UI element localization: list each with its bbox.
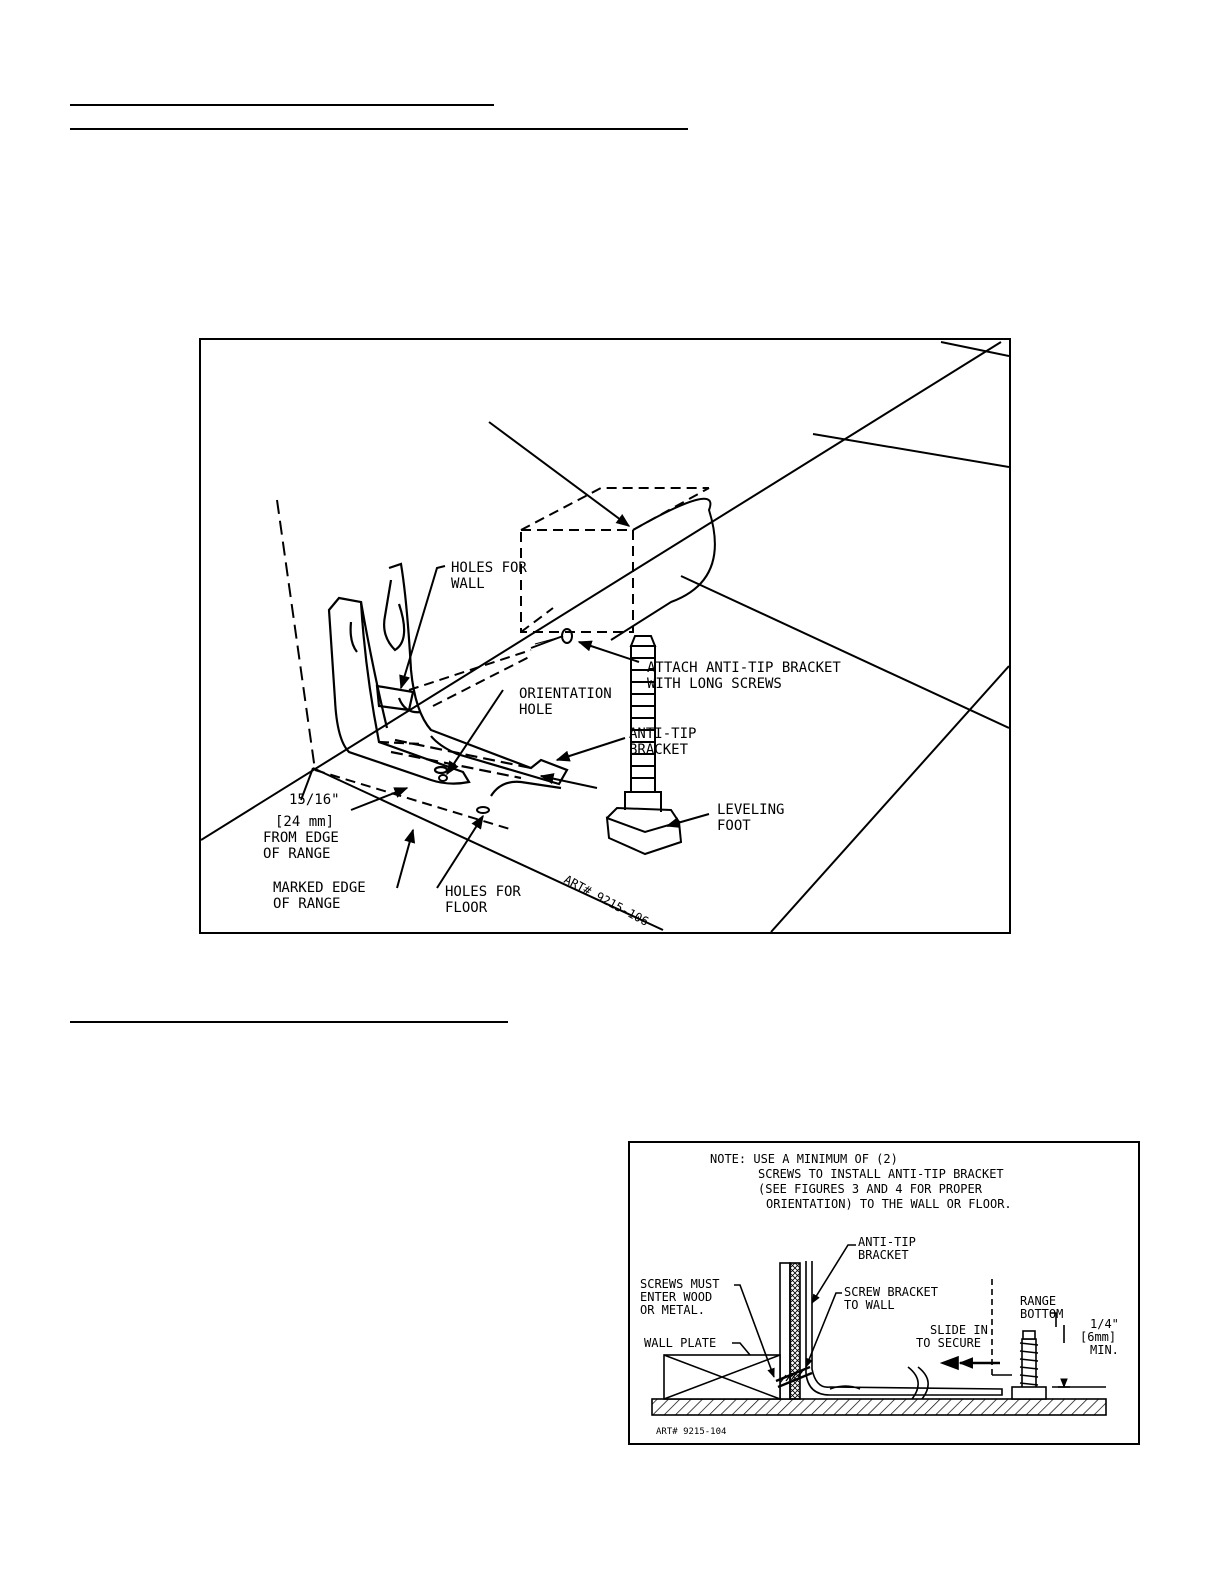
heading-rule-top	[70, 104, 494, 106]
figure2-labels: ANTI-TIP BRACKET SCREWS MUST ENTER WOOD …	[640, 1235, 1119, 1437]
label-wall-plate: WALL PLATE	[644, 1336, 716, 1350]
note-line-1: NOTE: USE A MINIMUM OF (2)	[710, 1152, 898, 1166]
label-orientation-2: HOLE	[519, 702, 553, 718]
wall-corner-line	[812, 433, 1009, 468]
anti-tip-bracket-shape	[327, 562, 569, 797]
dimension-leader	[350, 787, 409, 811]
holes-for-wall-leader	[399, 565, 446, 690]
marked-edge-dashed	[314, 769, 514, 831]
heading-rule-second	[70, 128, 688, 130]
slide-in-arrow	[539, 773, 598, 789]
label-marked-2: OF RANGE	[273, 896, 340, 912]
attach-leader	[577, 640, 640, 663]
label-dim-2: [24 mm]	[275, 814, 334, 830]
marked-edge-leader	[396, 828, 416, 889]
label-holes-for-wall-1: HOLES FOR	[451, 560, 527, 576]
heading-rule-third	[70, 1021, 508, 1023]
label-screws-2: ENTER WOOD	[640, 1290, 712, 1304]
label-art-number-1: ART# 9215-106	[562, 872, 652, 928]
label-screws-3: OR METAL.	[640, 1303, 705, 1317]
label-leveling-1: LEVELING	[717, 802, 784, 818]
wall-corner-dashed	[276, 499, 316, 771]
label-screw-bracket-1: SCREW BRACKET	[844, 1285, 938, 1299]
figure-anti-tip-installation: HOLES FOR WALL ATTACH ANTI-TIP BRACKET W…	[199, 338, 1011, 934]
label-floor-2: FLOOR	[445, 900, 488, 916]
label-slide-2: TO SECURE	[916, 1336, 981, 1350]
note-line-4: ORIENTATION) TO THE WALL OR FLOOR.	[766, 1197, 1012, 1211]
label-clearance-1: 1/4"	[1090, 1317, 1119, 1331]
label-anti-tip-2: BRACKET	[629, 742, 689, 758]
label-dim-1: 15/16"	[289, 792, 340, 808]
figure-anti-tip-cross-section: NOTE: USE A MINIMUM OF (2) SCREWS TO INS…	[628, 1141, 1140, 1445]
floor-slab	[651, 1398, 1107, 1416]
anti-tip-installation-diagram: HOLES FOR WALL ATTACH ANTI-TIP BRACKET W…	[201, 341, 1009, 932]
label-bracket-2: BRACKET	[858, 1248, 909, 1262]
label-floor-1: HOLES FOR	[445, 884, 521, 900]
label-range-bottom-1: RANGE	[1020, 1294, 1056, 1308]
label-range-bottom-2: BOTTOM	[1020, 1307, 1063, 1321]
room-corner-line	[300, 767, 314, 801]
foot-nut	[1022, 1330, 1036, 1340]
floor-hole	[476, 806, 490, 814]
label-clearance-3: MIN.	[1090, 1343, 1119, 1357]
screw-dashed-path-2	[432, 655, 532, 707]
wall-top-line	[940, 341, 1009, 357]
label-bracket-1: ANTI-TIP	[858, 1235, 916, 1249]
break-line	[907, 1366, 929, 1400]
leveling-foot-shape	[605, 635, 683, 856]
label-marked-1: MARKED EDGE	[273, 880, 366, 896]
note-line-3: (SEE FIGURES 3 AND 4 FOR PROPER	[758, 1182, 983, 1196]
bracket-leader	[555, 737, 626, 762]
note-line-2: SCREWS TO INSTALL ANTI-TIP BRACKET	[758, 1167, 1004, 1181]
label-holes-for-wall-2: WALL	[451, 576, 485, 592]
long-screw	[530, 628, 573, 649]
label-attach-1: ATTACH ANTI-TIP BRACKET	[647, 660, 841, 676]
wall-base-line	[201, 341, 1002, 841]
label-dim-3: FROM EDGE	[263, 830, 339, 846]
range-pointer-line	[488, 421, 631, 527]
cross-section-diagram: NOTE: USE A MINIMUM OF (2) SCREWS TO INS…	[640, 1152, 1119, 1437]
range-corner-dashed	[520, 487, 710, 633]
orientation-hole	[438, 774, 448, 782]
label-dim-4: OF RANGE	[263, 846, 330, 862]
floor-right-line	[770, 665, 1009, 932]
leveling-foot-leader	[665, 813, 710, 828]
foot-base	[1011, 1386, 1047, 1400]
label-orientation-1: ORIENTATION	[519, 686, 612, 702]
label-leveling-2: FOOT	[717, 818, 751, 834]
floor-holes-leader	[436, 814, 484, 889]
figure2-note: NOTE: USE A MINIMUM OF (2) SCREWS TO INS…	[710, 1152, 1012, 1211]
floor-front-line	[312, 767, 664, 931]
label-screws-1: SCREWS MUST	[640, 1277, 719, 1291]
label-slide-1: SLIDE IN	[930, 1323, 988, 1337]
label-screw-bracket-2: TO WALL	[844, 1298, 895, 1312]
range-rounded-end	[610, 497, 716, 641]
label-attach-2: WITH LONG SCREWS	[647, 676, 782, 692]
floor-edge-line	[680, 575, 1009, 729]
figure1-labels: HOLES FOR WALL ATTACH ANTI-TIP BRACKET W…	[263, 560, 841, 929]
foot-threads	[1019, 1338, 1039, 1387]
screw-dashed-path	[408, 649, 532, 691]
cross-section-bracket	[805, 1261, 1003, 1396]
label-anti-tip-1: ANTI-TIP	[629, 726, 696, 742]
orientation-hole-leader	[446, 689, 504, 776]
label-art-number-2: ART# 9215-104	[656, 1427, 726, 1437]
label-clearance-2: [6mm]	[1080, 1330, 1116, 1344]
wall-stud	[789, 1262, 801, 1400]
